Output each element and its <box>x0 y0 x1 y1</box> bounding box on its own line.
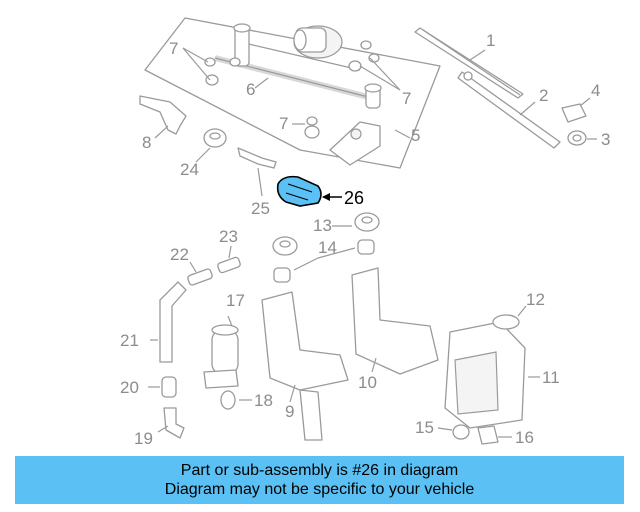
washer-reservoir <box>444 321 540 429</box>
grommet-24 <box>195 128 227 163</box>
callout-3: 3 <box>601 130 610 149</box>
banner-line-2: Diagram may not be specific to your vehi… <box>164 481 475 498</box>
callout-leaders-7 <box>182 47 401 125</box>
washer-pump <box>203 315 239 389</box>
callout-8: 8 <box>142 133 151 152</box>
callout-19: 19 <box>134 429 153 448</box>
wiper-linkage-frame <box>144 17 441 169</box>
wiper-arm <box>457 71 561 149</box>
mount-bracket <box>139 95 187 139</box>
callout-24: 24 <box>180 160 199 179</box>
callout-labels: 1 2 3 4 5 6 7 7 7 8 9 10 11 12 13 14 15 … <box>120 31 610 448</box>
callout-11: 11 <box>542 368 560 387</box>
callout-17: 17 <box>226 291 245 310</box>
banner-line-1: Part or sub-assembly is #26 in diagram <box>180 462 459 479</box>
callout-18: 18 <box>254 391 273 410</box>
callout-20: 20 <box>120 378 139 397</box>
grommet-13 <box>272 212 380 256</box>
elbow-19 <box>157 407 185 439</box>
washer-hose <box>150 281 187 363</box>
info-banner: Part or sub-assembly is #26 in diagram D… <box>15 456 624 504</box>
callout-23: 23 <box>219 227 238 246</box>
grommet-15 <box>437 424 470 440</box>
grommet-18 <box>220 390 252 410</box>
callout-21: 21 <box>120 331 139 350</box>
callout-26: 26 <box>344 188 364 208</box>
callout-16: 16 <box>515 428 534 447</box>
pump-16 <box>477 425 512 445</box>
wiper-pivot-right <box>364 83 382 109</box>
callout-12: 12 <box>526 290 545 309</box>
callout-6: 6 <box>246 80 255 99</box>
callout-10: 10 <box>358 373 377 392</box>
linkage-bracket <box>329 121 381 166</box>
wiper-blade <box>414 27 524 99</box>
hose-fitting-20 <box>148 376 177 398</box>
parts-diagram: 1 2 3 4 5 6 7 7 7 8 9 10 11 12 13 14 15 … <box>120 17 610 448</box>
highlighted-part-26 <box>276 175 342 207</box>
callout-22: 22 <box>170 245 189 264</box>
arm-cap <box>567 130 597 146</box>
washer-bracket-right <box>351 267 439 375</box>
callout-1: 1 <box>486 31 495 50</box>
connector-22 <box>187 261 213 286</box>
grommets <box>204 40 380 139</box>
callout-13: 13 <box>313 216 332 235</box>
callout-14: 14 <box>318 238 337 257</box>
connector-23 <box>217 245 241 274</box>
reservoir-cap <box>492 305 527 330</box>
hose-connector <box>237 147 277 197</box>
callout-4: 4 <box>591 81 600 100</box>
connectors-14 <box>273 239 375 283</box>
callout-7c: 7 <box>279 114 288 133</box>
callout-2: 2 <box>539 86 548 105</box>
callout-9: 9 <box>285 402 294 421</box>
callout-15: 15 <box>415 418 434 437</box>
arm-nut <box>561 97 591 123</box>
wiper-pivot-left <box>233 23 251 67</box>
wiper-motor <box>293 25 343 59</box>
callout-5: 5 <box>411 126 420 145</box>
callout-7a: 7 <box>169 39 178 58</box>
callout-7b: 7 <box>402 89 411 108</box>
callout-25: 25 <box>251 199 270 218</box>
washer-bracket-left <box>261 291 349 441</box>
